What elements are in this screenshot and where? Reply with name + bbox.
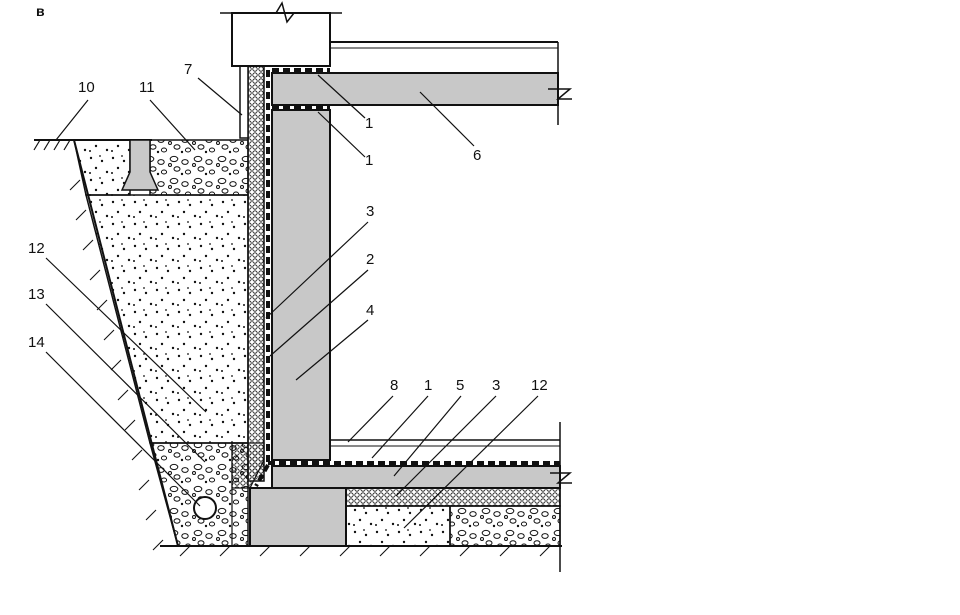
excavation-slope-line — [73, 139, 179, 547]
callout-7: 7 — [184, 61, 192, 78]
sand-under-floor — [345, 505, 451, 547]
sand-backfill — [85, 194, 249, 444]
excavation-slope-hatching — [69, 179, 164, 551]
callout-12-left: 12 — [28, 240, 45, 257]
foundation-footing — [249, 487, 347, 547]
insulation-wall-base — [231, 442, 265, 489]
callout-5: 5 — [456, 377, 464, 394]
callout-2: 2 — [366, 251, 374, 268]
callout-labels: 10 11 7 1 1 6 3 2 4 12 13 14 8 1 5 3 12 — [28, 61, 548, 394]
bottom-ground — [160, 545, 562, 557]
callout-4: 4 — [366, 302, 374, 319]
callout-1-upper: 1 — [365, 115, 373, 132]
floor-slab — [271, 72, 559, 106]
gravel-under-floor — [449, 505, 561, 547]
callout-1-lower: 1 — [365, 152, 373, 169]
callout-3-wall: 3 — [366, 203, 374, 220]
drain-pipe — [193, 496, 217, 520]
wall-break-symbol — [220, 1, 342, 24]
callout-3-floor: 3 — [492, 377, 500, 394]
callout-13: 13 — [28, 286, 45, 303]
floor-on-grade — [271, 465, 561, 489]
callout-10: 10 — [78, 79, 95, 96]
callout-14: 14 — [28, 334, 45, 351]
upper-wall — [231, 12, 331, 67]
drainage-gutter — [120, 139, 160, 191]
panel-letter: в — [36, 3, 45, 19]
floor-insulation — [345, 487, 561, 507]
gravel-blind-area — [149, 139, 249, 196]
callout-6: 6 — [473, 147, 481, 164]
callout-8: 8 — [390, 377, 398, 394]
top-sand-strip — [73, 139, 131, 196]
callout-1-floor: 1 — [424, 377, 432, 394]
callout-11: 11 — [139, 79, 155, 96]
callout-12-floor: 12 — [531, 377, 548, 394]
insulation-wall — [247, 65, 265, 482]
leader-lines — [45, 74, 539, 529]
plinth-cladding — [239, 65, 249, 139]
